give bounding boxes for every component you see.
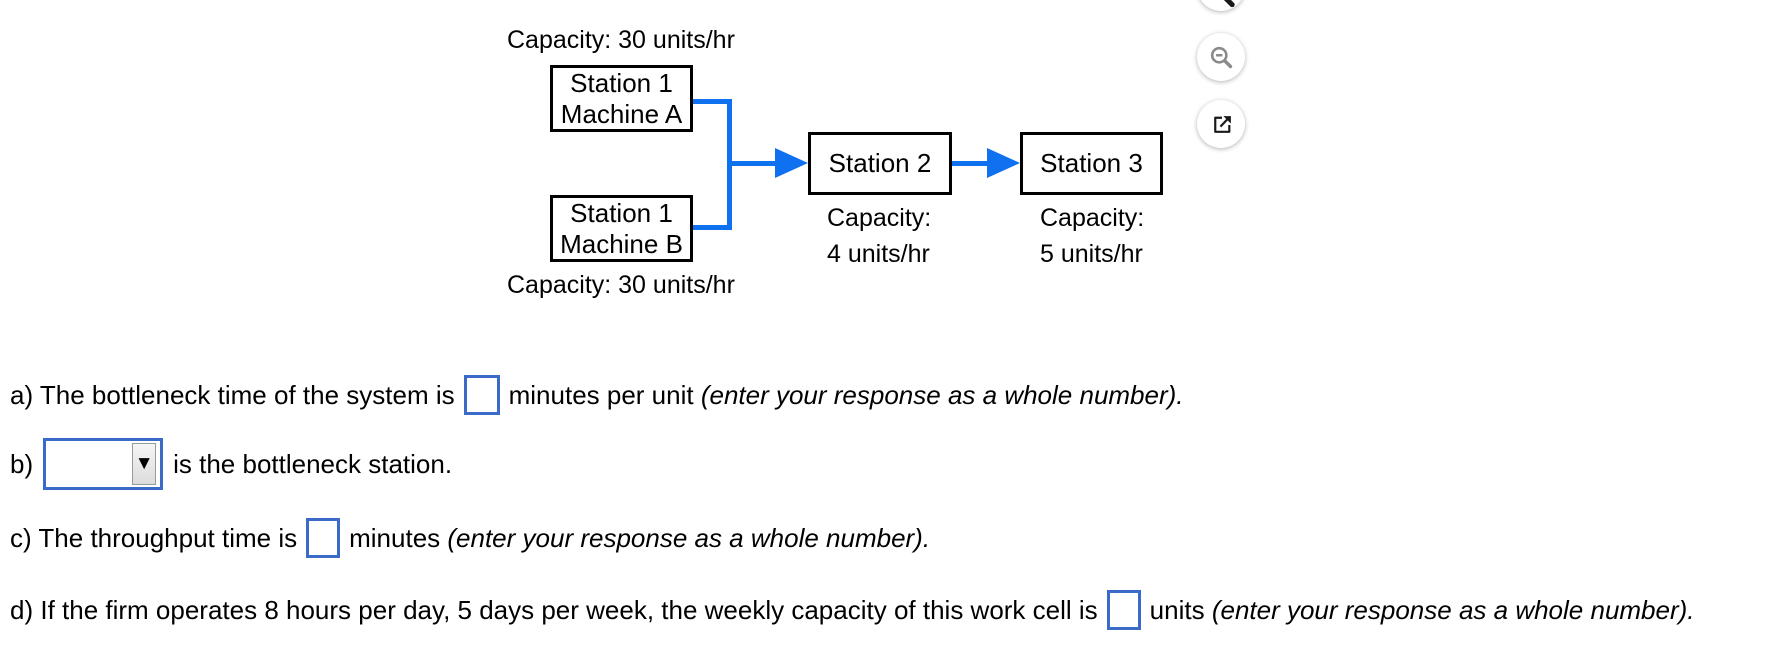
station3-capacity-line1: Capacity: xyxy=(1040,204,1145,232)
question-c-hint: (enter your response as a whole number). xyxy=(447,522,931,553)
station3-label: Station 3 xyxy=(1040,148,1143,178)
arrow1-head xyxy=(775,148,808,178)
station1-machine-b-box: Station 1 Machine B xyxy=(550,195,693,262)
question-a-suffix: minutes per unit xyxy=(508,379,701,410)
question-row-d: d) If the firm operates 8 hours per day,… xyxy=(10,590,1695,630)
capacity-label-top: Capacity: 30 units/hr xyxy=(507,26,735,54)
question-c-text: c) The throughput time is xyxy=(10,522,298,553)
station3-capacity: Capacity: 5 units/hr xyxy=(1040,200,1144,272)
question-a-hint: (enter your response as a whole number). xyxy=(700,379,1184,410)
open-in-new-icon xyxy=(1209,112,1234,137)
question-b-text: b) xyxy=(10,448,34,479)
question-row-c: c) The throughput time is minutes (enter… xyxy=(10,518,930,558)
station2-capacity-line1: Capacity: xyxy=(827,204,932,232)
answer-c-input[interactable] xyxy=(306,518,341,558)
arrow2-head xyxy=(987,148,1020,178)
station3-box: Station 3 xyxy=(1020,132,1163,195)
station1-machine-a-box: Station 1 Machine A xyxy=(550,65,693,132)
answer-a-input[interactable] xyxy=(463,375,500,415)
question-row-b: b) ▼ is the bottleneck station. xyxy=(10,438,452,490)
station2-capacity-line2: 4 units/hr xyxy=(827,240,930,268)
question-c-suffix: minutes xyxy=(349,522,448,553)
zoom-out-button[interactable] xyxy=(1197,33,1245,81)
open-in-new-button[interactable] xyxy=(1197,100,1245,148)
connector-a-horizontal xyxy=(693,99,732,104)
station2-capacity: Capacity: 4 units/hr xyxy=(827,200,931,272)
question-b-suffix: is the bottleneck station. xyxy=(173,448,453,479)
question-d-suffix: units xyxy=(1149,594,1212,625)
station1a-line2: Machine A xyxy=(560,98,683,129)
question-row-a: a) The bottleneck time of the system is … xyxy=(10,373,1184,417)
connector-b-horizontal xyxy=(693,225,732,230)
question-d-text: d) If the firm operates 8 hours per day,… xyxy=(10,594,1098,625)
capacity-label-bottom: Capacity: 30 units/hr xyxy=(507,271,735,299)
zoom-in-button[interactable] xyxy=(1197,0,1245,11)
station1b-line1: Station 1 xyxy=(570,197,673,228)
zoom-in-icon xyxy=(1222,0,1236,9)
question-a-text: a) The bottleneck time of the system is xyxy=(10,379,455,410)
station2-box: Station 2 xyxy=(808,132,952,195)
arrow1-shaft xyxy=(727,161,775,166)
station2-label: Station 2 xyxy=(828,148,932,178)
chevron-down-icon: ▼ xyxy=(132,443,157,485)
question-d-hint: (enter your response as a whole number). xyxy=(1211,594,1695,625)
station1a-line1: Station 1 xyxy=(570,67,673,98)
station1b-line2: Machine B xyxy=(560,228,683,259)
zoom-out-icon xyxy=(1208,44,1235,71)
bottleneck-station-select[interactable]: ▼ xyxy=(43,438,164,490)
station3-capacity-line2: 5 units/hr xyxy=(1040,240,1143,268)
arrow2-shaft xyxy=(952,161,987,166)
answer-d-input[interactable] xyxy=(1106,590,1141,630)
